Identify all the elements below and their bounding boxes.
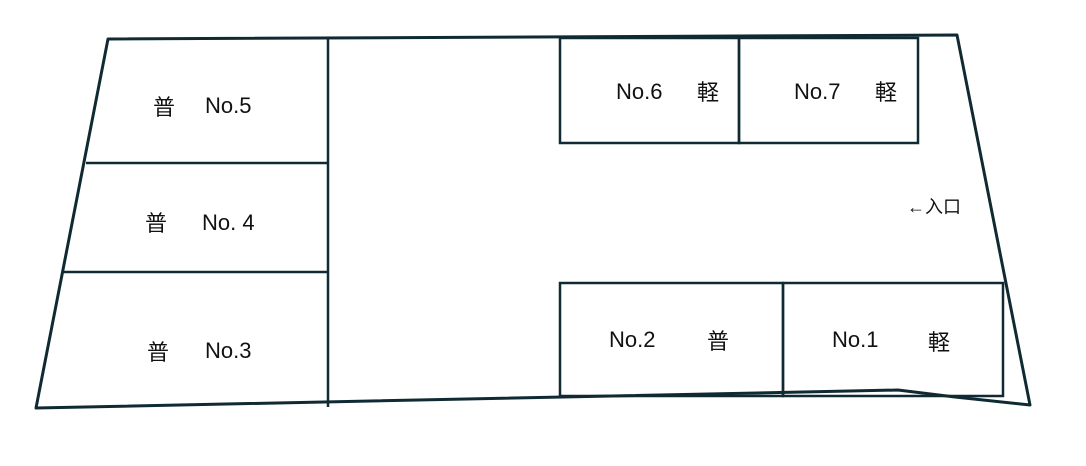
stall-no1 (781, 281, 1005, 398)
stall-no2 (558, 281, 785, 398)
no7-number: No.7 (794, 79, 840, 104)
no7-type: 軽 (875, 80, 897, 105)
no1-type: 軽 (928, 330, 950, 355)
entrance-label: ←入口 (907, 197, 961, 217)
no5-number: No.5 (205, 93, 251, 118)
no3-type: 普 (147, 340, 169, 365)
no1-number: No.1 (832, 327, 878, 352)
no5-type: 普 (153, 95, 175, 120)
no2-number: No.2 (609, 327, 655, 352)
no3-number: No.3 (205, 338, 251, 363)
no4-number: No. 4 (202, 210, 255, 235)
no4-type: 普 (145, 211, 167, 236)
no2-type: 普 (707, 329, 729, 354)
no6-number: No.6 (616, 79, 662, 104)
stall-no7 (737, 36, 920, 145)
no6-type: 軽 (697, 80, 719, 105)
